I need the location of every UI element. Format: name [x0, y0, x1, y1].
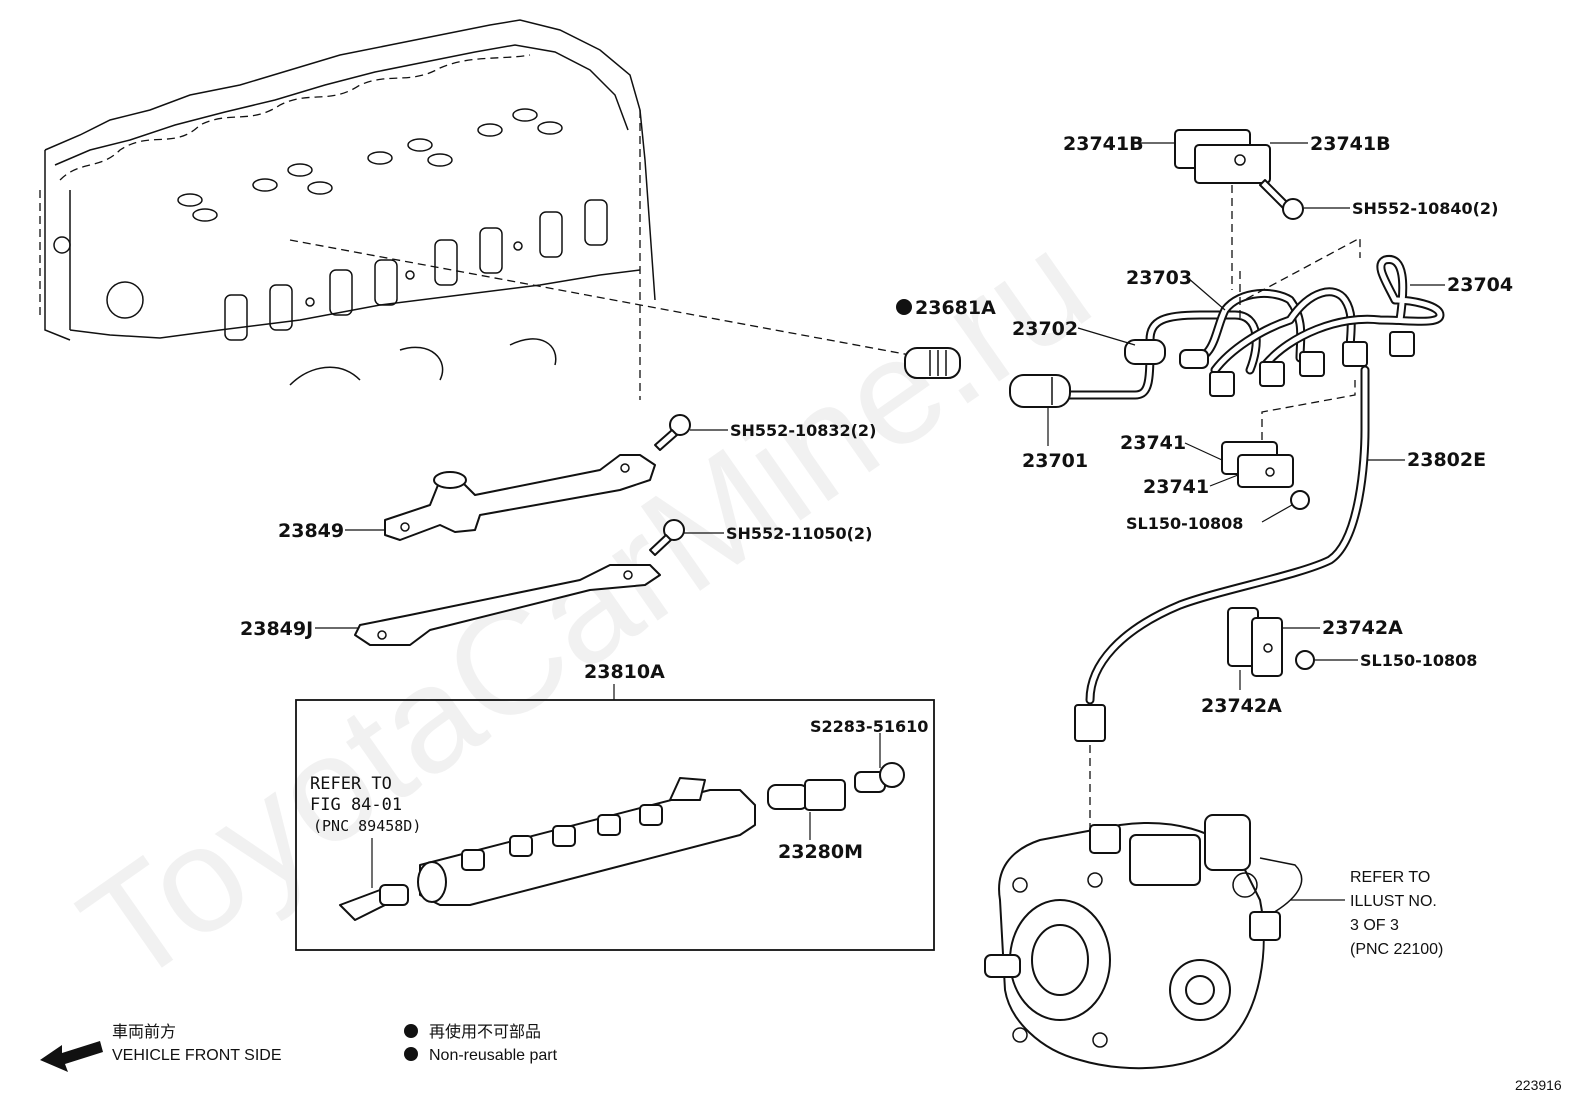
non-reusable-dot-icon: [404, 1024, 418, 1038]
common-rail: [417, 777, 756, 906]
cylinder-head-illustration: [39, 19, 656, 400]
injection-pump: [984, 814, 1303, 1070]
figure-number: 223916: [1515, 1077, 1562, 1093]
legend-front-jp: 車両前方: [112, 1023, 176, 1041]
note-refer-illust-line2: ILLUST NO.: [1350, 893, 1437, 910]
label-23849: 23849: [278, 520, 344, 542]
nut-sl150-10808-a: [1290, 490, 1310, 510]
label-23704: 23704: [1447, 274, 1513, 296]
note-refer-fig-line1: REFER TO: [310, 774, 392, 794]
label-23742A-b: 23742A: [1201, 695, 1282, 717]
clamp-23741B: [1174, 129, 1271, 184]
legend-nonreuse-en: Non-reusable part: [429, 1047, 558, 1064]
legend-front-en: VEHICLE FRONT SIDE: [112, 1047, 282, 1064]
leader-clamp-mid: [1261, 380, 1356, 440]
vehicle-front-arrow-icon: [40, 1041, 103, 1072]
label-23741B-right: 23741B: [1310, 133, 1391, 155]
label-s2283-51610: S2283-51610: [810, 717, 928, 736]
plug-s2283-51610: [854, 762, 905, 793]
bolt-sh552-11050: [649, 519, 685, 556]
pipe-23802E: [1074, 365, 1370, 742]
injection-pipes: [1060, 255, 1445, 400]
pipe-grouping-frame: [1234, 236, 1361, 318]
label-23810A: 23810A: [584, 661, 665, 683]
label-23703: 23703: [1126, 267, 1192, 289]
bolt-sh552-10832: [654, 414, 691, 451]
label-sh552-10832: SH552-10832(2): [730, 421, 876, 440]
label-23681A: 23681A: [915, 297, 996, 319]
part-23681A: [904, 347, 961, 379]
note-refer-fig-line2: FIG 84-01: [310, 795, 402, 815]
note-refer-illust-line3: 3 OF 3: [1350, 917, 1399, 934]
clamp-23742A: [1227, 607, 1283, 677]
note-refer-illust-line4: (PNC 22100): [1350, 941, 1443, 958]
label-sh552-10840: SH552-10840(2): [1352, 199, 1498, 218]
label-23280M: 23280M: [778, 841, 863, 863]
note-refer-fig-line3: (PNC 89458D): [313, 817, 421, 835]
pressure-sensor: [339, 884, 409, 921]
label-sh552-11050: SH552-11050(2): [726, 524, 872, 543]
bolt-sh552-10840: [1259, 179, 1304, 220]
nut-sl150-10808-b: [1295, 650, 1315, 670]
label-23802E: 23802E: [1407, 449, 1486, 471]
leader-head-to-gasket: [289, 239, 911, 356]
label-sl150-10808-b: SL150-10808: [1360, 651, 1477, 670]
non-reusable-dot-icon: [404, 1047, 418, 1061]
label-23702: 23702: [1012, 318, 1078, 340]
legend-nonreuse-jp: 再使用不可部品: [429, 1023, 541, 1041]
label-23701: 23701: [1022, 450, 1088, 472]
note-refer-illust-line1: REFER TO: [1350, 869, 1430, 886]
part-23849: [384, 454, 656, 541]
label-23742A-a: 23742A: [1322, 617, 1403, 639]
label-23849J: 23849J: [240, 618, 313, 640]
label-sl150-10808-a: SL150-10808: [1126, 514, 1243, 533]
part-23701: [1009, 374, 1071, 408]
watermark: ToyotaCarMine.ru: [52, 200, 1118, 1017]
label-23741-a: 23741: [1120, 432, 1186, 454]
non-reusable-dot-icon: [896, 299, 912, 315]
common-rail-assembly-box: [295, 699, 935, 951]
part-23849J: [354, 564, 661, 646]
label-23741B-left: 23741B: [1063, 133, 1144, 155]
clamp-23741: [1221, 441, 1294, 488]
label-23741-b: 23741: [1143, 476, 1209, 498]
part-23280M: [767, 779, 846, 811]
